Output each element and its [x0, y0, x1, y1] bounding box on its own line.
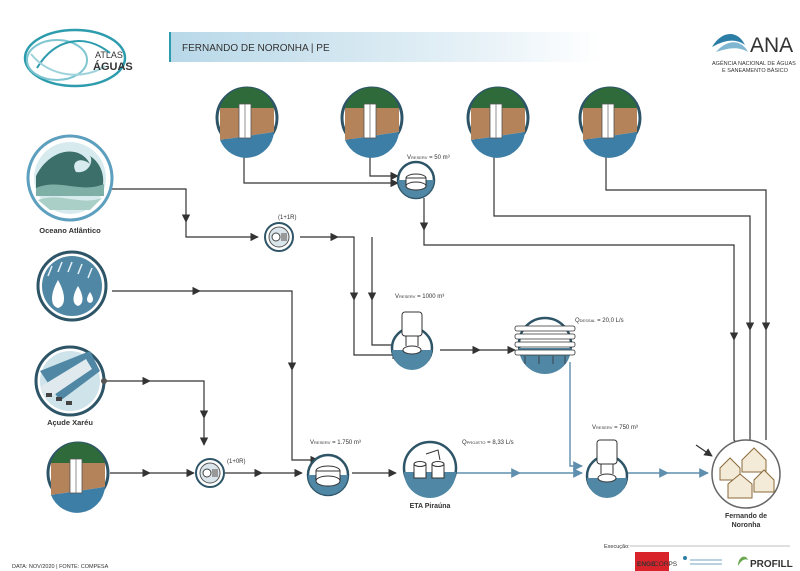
flow-into-city	[695, 444, 713, 457]
flow-desal-down	[569, 362, 583, 471]
ana-subtitle-2: E SANEAMENTO BÁSICO	[722, 67, 789, 74]
flow-split-a	[338, 236, 359, 301]
pump1-label: (1+1R)	[278, 215, 297, 221]
desalination-icon	[514, 316, 576, 374]
flow-to-city-a	[733, 340, 743, 451]
elevated-tank-icon-1000	[390, 311, 434, 370]
engecorps-logo: ENGE CORPS	[635, 552, 678, 571]
pump-icon-1	[264, 222, 294, 252]
flow-lines	[104, 148, 771, 478]
date-source: DATA: NOV/2020 | FONTE: COMPESA	[12, 564, 109, 570]
blue-flow-lines	[456, 362, 709, 478]
ocean-wave-icon	[26, 134, 114, 222]
res50-label: VRESERV = 50 m³	[407, 155, 450, 161]
eta-q-label: QPROJETO = 8,33 L/s	[462, 440, 514, 446]
groundwater-well-icon	[466, 86, 530, 158]
acude-label: Açude Xaréu	[47, 418, 93, 427]
atlas-aguas-logo: ATLAS ÁGUAS	[23, 28, 133, 88]
groundwater-well-icon	[578, 86, 642, 158]
ana-logo-text: ANA	[750, 34, 793, 57]
pump-icon-2	[195, 458, 225, 488]
flow-split-b2	[371, 300, 401, 350]
title-band	[170, 32, 602, 62]
city-label-2: Noronha	[732, 522, 761, 529]
pump2-label: (1+0R)	[227, 459, 246, 465]
ana-subtitle-1: AGÊNCIA NACIONAL DE ÁGUAS	[712, 59, 796, 67]
flow-res50-city	[423, 230, 739, 341]
flow-rain2	[200, 290, 297, 371]
flow-acude2	[150, 380, 209, 419]
groundwater-well-icon	[340, 86, 404, 158]
res1750-label: VRESERV = 1.750 m³	[310, 440, 361, 446]
logo-atlas-text: ATLAS	[95, 50, 123, 60]
city-houses-icon	[711, 439, 781, 509]
engecorps-text-a: ENGE	[637, 561, 656, 568]
flow-ocean	[112, 188, 191, 223]
ana-logo: ANA AGÊNCIA NACIONAL DE ÁGUAS E SANEAMEN…	[712, 33, 796, 74]
groundwater-well-icon	[46, 441, 110, 513]
city-label-1: Fernando de	[725, 513, 767, 520]
flow-split-a2	[353, 300, 401, 360]
profill-text: PROFILL	[750, 559, 793, 570]
elevated-tank-icon-750	[585, 439, 629, 498]
flow-ocean-pump	[185, 222, 259, 242]
page-title: FERNANDO DE NORONHA | PE	[182, 43, 330, 54]
ocean-label: Oceano Atlântico	[39, 226, 101, 235]
flow-rain3	[291, 370, 319, 465]
res1000-label: VRESERV = 1000 m³	[395, 294, 444, 300]
execucao-label: Execução:	[604, 544, 630, 550]
groundwater-well-icon	[215, 86, 279, 158]
flow-well4	[605, 148, 771, 331]
desal-label: QDESSAL = 20,0 L/s	[575, 318, 624, 324]
rain-drop-icon	[36, 250, 108, 322]
partner-logo	[683, 556, 722, 565]
wells	[46, 86, 642, 513]
header: ATLAS ÁGUAS FERNANDO DE NORONHA | PE ANA…	[23, 28, 796, 88]
engecorps-text-b: CORPS	[654, 561, 678, 568]
res750-label: VRESERV = 750 m³	[592, 425, 638, 431]
flow-well1	[243, 148, 399, 188]
eta-label: ETA Piraúna	[410, 503, 451, 510]
flow-well3	[493, 148, 755, 331]
reservoir-tank-icon-50	[396, 160, 436, 200]
dam-reservoir-icon	[34, 345, 107, 417]
profill-logo: PROFILL	[738, 556, 793, 570]
logo-aguas-text: ÁGUAS	[93, 60, 133, 73]
reservoir-tank-icon-1750	[306, 453, 350, 497]
treatment-plant-icon	[402, 440, 458, 498]
